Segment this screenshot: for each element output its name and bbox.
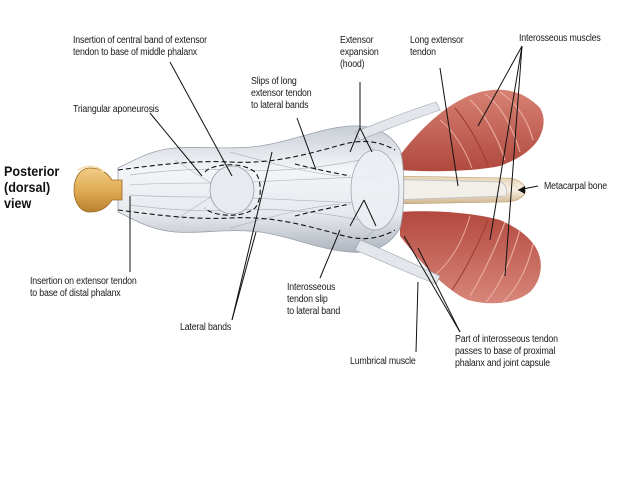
label-part-interosseous-tendon: Part of interosseous tendon passes to ba… bbox=[455, 334, 558, 369]
label-lateral-bands: Lateral bands bbox=[180, 322, 232, 333]
label-metacarpal-bone: Metacarpal bone bbox=[544, 181, 607, 192]
label-interosseous-muscles: Interosseous muscles bbox=[519, 33, 601, 44]
interosseous-muscle-bottom bbox=[400, 211, 541, 304]
view-label: Posterior (dorsal) view bbox=[4, 163, 60, 211]
label-interosseous-tendon-slip: Interosseous tendon slip to lateral band bbox=[287, 282, 341, 317]
label-slips-long-extensor: Slips of long extensor tendon to lateral… bbox=[251, 76, 312, 111]
distal-phalanx bbox=[73, 167, 123, 213]
proximal-joint bbox=[350, 149, 400, 231]
distal-tip bbox=[77, 165, 105, 173]
band-outlines bbox=[117, 140, 396, 240]
label-triangular-aponeurosis: Triangular aponeurosis bbox=[73, 104, 159, 115]
label-lumbrical-muscle: Lumbrical muscle bbox=[350, 356, 416, 367]
extensor-mechanism bbox=[117, 125, 405, 253]
leader-lines bbox=[129, 45, 539, 353]
label-central-band: Insertion of central band of extensor te… bbox=[73, 35, 207, 58]
interosseous-muscle-top bbox=[398, 89, 544, 172]
middle-joint bbox=[209, 165, 255, 215]
interosseous-slip-top bbox=[354, 101, 441, 141]
label-extensor-expansion: Extensor expansion (hood) bbox=[340, 35, 379, 70]
label-long-extensor-tendon: Long extensor tendon bbox=[410, 35, 464, 58]
metacarpal-arrow bbox=[518, 186, 525, 194]
label-distal-insertion: Insertion on extensor tendon to base of … bbox=[30, 276, 137, 299]
